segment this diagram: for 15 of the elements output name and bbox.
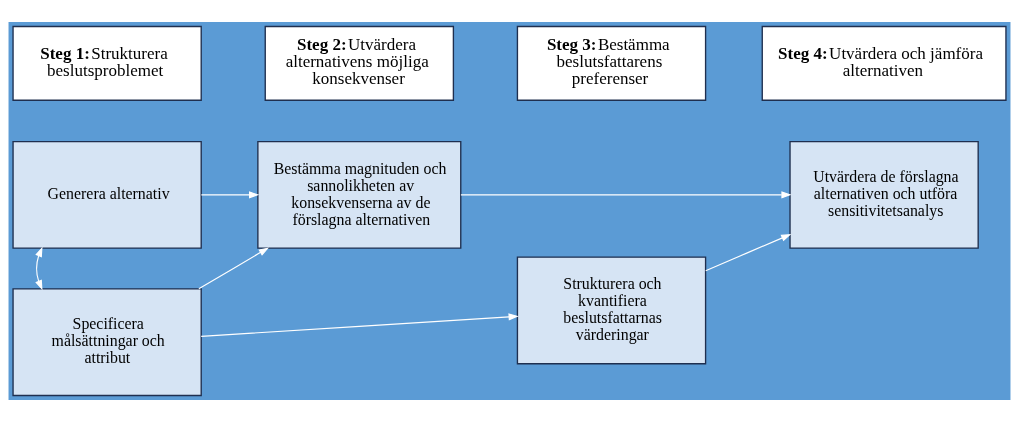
arrow <box>460 190 792 198</box>
arrow <box>198 246 269 289</box>
node-box: Steg 4:Utvärdera och jämföra alternativen <box>761 25 1007 101</box>
node-box: Steg 2:Utvärdera alternativens möjliga konsekvenser <box>264 25 455 101</box>
node-box: Utvärdera de förslagna alternativen och utföra sensitivitetsanalys <box>789 140 979 249</box>
node-box: Steg 3:Bestämma beslutsfattarens preferenser <box>516 25 707 101</box>
arrow <box>200 190 260 198</box>
node-box: Generera alternativ <box>12 140 202 249</box>
arrow <box>705 233 792 271</box>
arrow <box>200 312 519 337</box>
node-box: Strukturera och kvantifiera beslutsfattarnas värderingar <box>516 256 707 364</box>
node-box: Bestämma magnituden och sannolikheten av konsekvenserna av de förslagna alternativen <box>257 140 462 249</box>
node-box: Specificera målsättningar och attribut <box>12 287 202 396</box>
arrow <box>35 246 43 290</box>
node-box: Steg 1:Strukturera beslutsproblemet <box>12 25 202 101</box>
